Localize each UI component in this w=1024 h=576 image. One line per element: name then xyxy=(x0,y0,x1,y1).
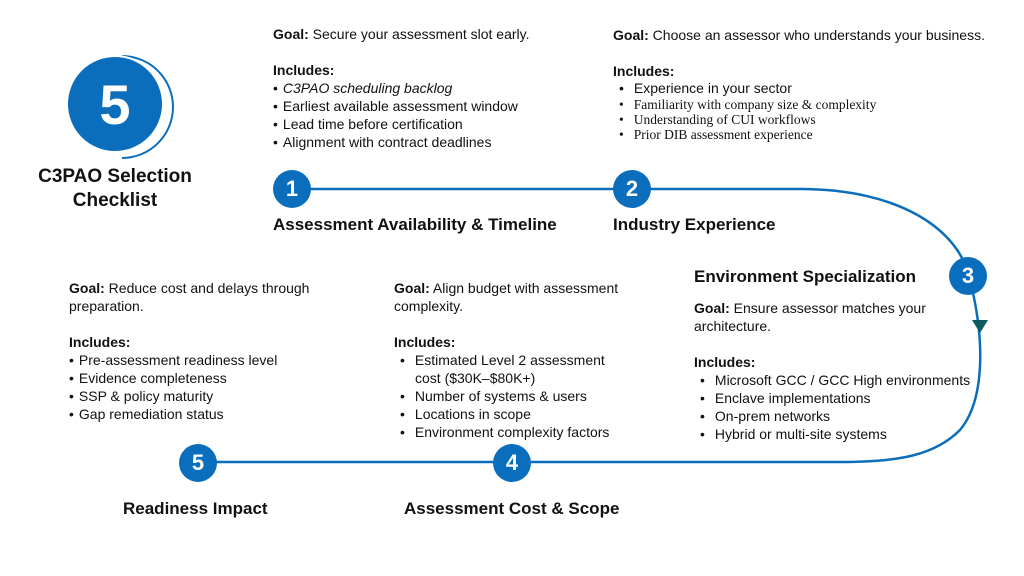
list-item: C3PAO scheduling backlog xyxy=(273,79,530,97)
list-item: Gap remediation status xyxy=(69,405,319,423)
step-4-title: Assessment Cost & Scope xyxy=(404,499,620,518)
list-item: Estimated Level 2 assessment cost ($30K–… xyxy=(394,351,629,387)
step-3-details: Goal: Ensure assessor matches your archi… xyxy=(694,299,970,443)
list-item: Pre-assessment readiness level xyxy=(69,351,319,369)
list-item: Familiarity with company size & complexi… xyxy=(613,97,985,112)
includes-label: Includes: xyxy=(694,354,756,370)
list-item: On-prem networks xyxy=(694,407,964,425)
step-4-details: Goal: Align budget with assessment compl… xyxy=(394,279,629,441)
list-item: Enclave implementations xyxy=(694,389,964,407)
list-item: SSP & policy maturity xyxy=(69,387,319,405)
list-item: Understanding of CUI workflows xyxy=(613,112,985,127)
list-item: Environment complexity factors xyxy=(394,423,629,441)
step-1-number: 1 xyxy=(273,170,311,208)
goal-text: Reduce cost and delays through preparati… xyxy=(69,280,310,314)
list-item: Locations in scope xyxy=(394,405,629,423)
step-5-title: Readiness Impact xyxy=(123,499,268,518)
list-item: Number of systems & users xyxy=(394,387,629,405)
page-title: C3PAO Selection Checklist xyxy=(15,165,215,213)
includes-label: Includes: xyxy=(394,334,456,350)
step-5-number: 5 xyxy=(179,444,217,482)
step-2-details: Goal: Choose an assessor who understands… xyxy=(613,26,985,142)
badge-number: 5 xyxy=(99,72,131,136)
goal-text: Secure your assessment slot early. xyxy=(312,26,530,42)
arrow-down-icon xyxy=(972,320,988,333)
goal-label: Goal: xyxy=(394,280,430,296)
step-2-title: Industry Experience xyxy=(613,215,776,234)
includes-label: Includes: xyxy=(613,63,675,79)
includes-label: Includes: xyxy=(273,62,335,78)
list-item: Evidence completeness xyxy=(69,369,319,387)
goal-label: Goal: xyxy=(694,300,730,316)
step-1-title: Assessment Availability & Timeline xyxy=(273,215,557,234)
list-item: Experience in your sector xyxy=(613,80,985,97)
goal-text: Align budget with assessment complexity. xyxy=(394,280,619,314)
header-badge: 5 xyxy=(66,55,164,153)
list-item: Microsoft GCC / GCC High environments xyxy=(694,371,970,389)
includes-label: Includes: xyxy=(69,334,131,350)
step-4-number: 4 xyxy=(493,444,531,482)
step-5-details: Goal: Reduce cost and delays through pre… xyxy=(69,279,319,423)
list-item: Alignment with contract deadlines xyxy=(273,133,530,151)
step-1-details: Goal: Secure your assessment slot early.… xyxy=(273,25,530,151)
list-item: Earliest available assessment window xyxy=(273,97,530,115)
step-3-title: Environment Specialization xyxy=(694,267,916,286)
list-item: Prior DIB assessment experience xyxy=(613,127,985,142)
goal-text: Ensure assessor matches your architectur… xyxy=(694,300,926,334)
step-3-number: 3 xyxy=(949,257,987,295)
list-item: Hybrid or multi-site systems xyxy=(694,425,964,443)
list-item: Lead time before certification xyxy=(273,115,530,133)
goal-text: Choose an assessor who understands your … xyxy=(652,27,985,43)
title-line2: Checklist xyxy=(72,190,158,211)
goal-label: Goal: xyxy=(613,27,649,43)
goal-label: Goal: xyxy=(69,280,105,296)
goal-label: Goal: xyxy=(273,26,309,42)
title-line1: C3PAO Selection xyxy=(38,166,192,187)
step-2-number: 2 xyxy=(613,170,651,208)
